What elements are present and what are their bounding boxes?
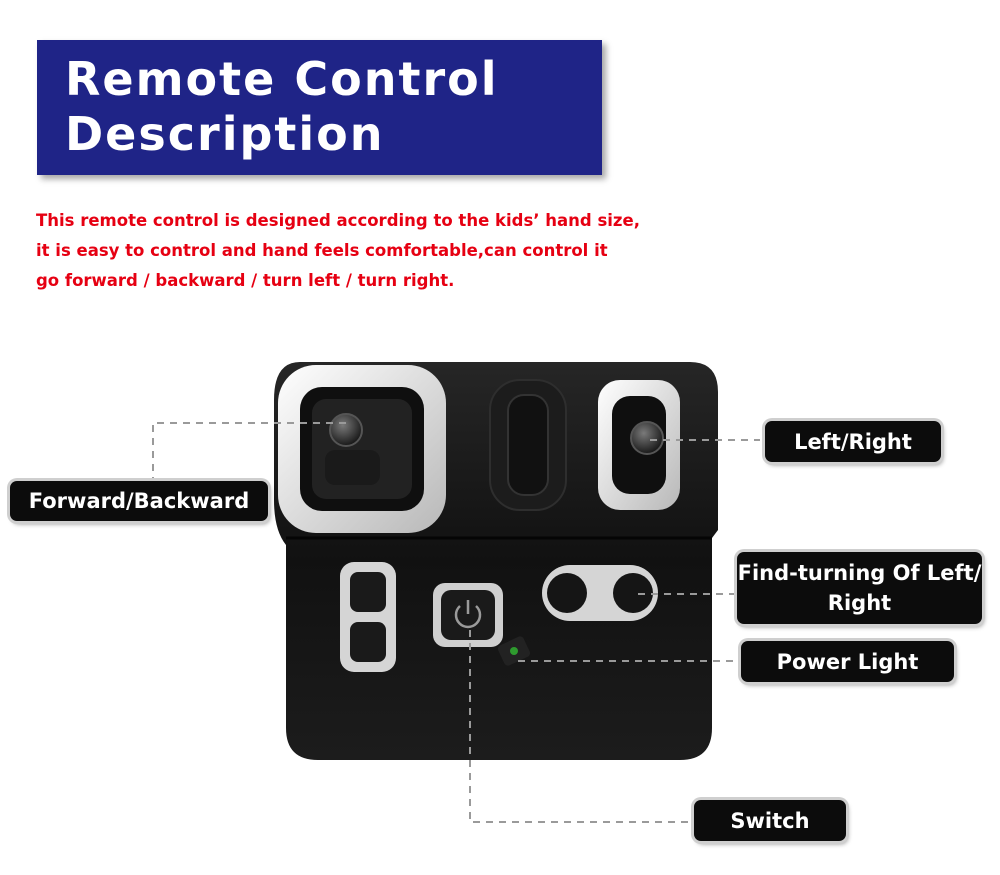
fine-turning-buttons bbox=[542, 565, 658, 621]
label-power-light: Power Light bbox=[741, 641, 954, 682]
description-line-1: This remote control is designed accordin… bbox=[36, 211, 640, 230]
description-line-2: it is easy to control and hand feels com… bbox=[36, 241, 608, 260]
label-fine-turning-line-1: Find-turning Of Left/ bbox=[737, 561, 982, 585]
left-right-dial bbox=[598, 380, 680, 510]
label-left-right: Left/Right bbox=[765, 421, 941, 462]
stacked-buttons bbox=[340, 562, 396, 672]
label-fine-turning-line-2: Right bbox=[827, 591, 892, 615]
leader-lines bbox=[152, 422, 760, 823]
center-slot bbox=[489, 379, 567, 511]
title-line-2: Description bbox=[65, 107, 385, 161]
title-line-1: Remote Control bbox=[65, 52, 499, 106]
description: This remote control is designed accordin… bbox=[36, 206, 640, 296]
power-switch bbox=[433, 583, 503, 647]
label-fine-turning: Find-turning Of Left/ Right bbox=[737, 552, 982, 624]
forward-backward-joystick bbox=[278, 365, 446, 533]
description-line-3: go forward / backward / turn left / turn… bbox=[36, 271, 455, 290]
title-banner: Remote Control Description bbox=[37, 40, 602, 175]
label-forward-backward: Forward/Backward bbox=[10, 481, 268, 521]
page-title: Remote Control Description bbox=[65, 52, 499, 162]
label-switch: Switch bbox=[694, 800, 846, 841]
power-light bbox=[497, 636, 531, 666]
